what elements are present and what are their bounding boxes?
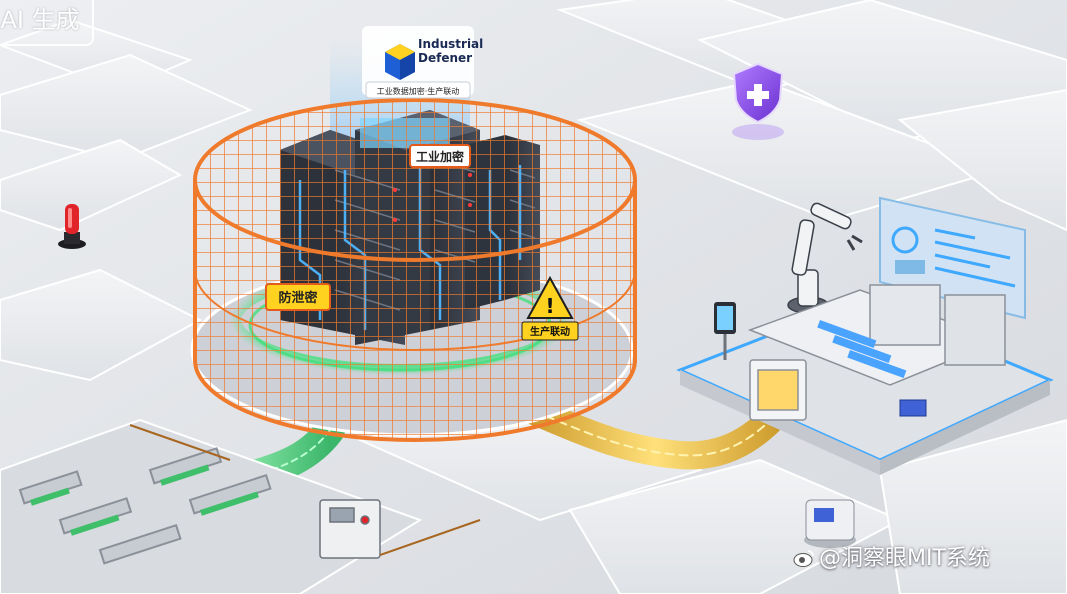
watermark-text: @洞察眼MIT系统 [819, 546, 990, 571]
logo-line2: Defener [418, 51, 472, 65]
production-line-left [0, 418, 481, 594]
warning-symbol: ! [545, 294, 554, 318]
sign-left-text: 防泄密 [278, 290, 317, 306]
sign-left: 防泄密 [265, 283, 331, 311]
weibo-icon [793, 550, 814, 567]
shield-plus-icon [732, 62, 784, 140]
logo-line1: Industrial [418, 37, 483, 51]
sign-right: ! 生产联动 [521, 275, 579, 341]
ai-generated-badge: AI 生成 [0, 0, 94, 46]
service-robot [804, 499, 856, 548]
warning-triangle-icon [526, 275, 574, 319]
robot-arm [787, 202, 863, 314]
control-tablet [714, 302, 736, 360]
industrial-defener-logo: Industrial Defener 工业数据加密·生产联动 [362, 26, 483, 99]
sign-top-text: 工业加密 [416, 149, 464, 164]
gold-cable-bundle [506, 386, 804, 470]
security-cage [193, 98, 637, 442]
red-beacon-icon [58, 204, 86, 249]
sign-top: 工业加密 [409, 144, 471, 168]
watermark: @洞察眼MIT系统 [793, 540, 990, 572]
sign-right-text: 生产联动 [530, 325, 570, 338]
factory-platform-right [676, 196, 1054, 475]
logo-tagline: 工业数据加密·生产联动 [377, 86, 460, 96]
